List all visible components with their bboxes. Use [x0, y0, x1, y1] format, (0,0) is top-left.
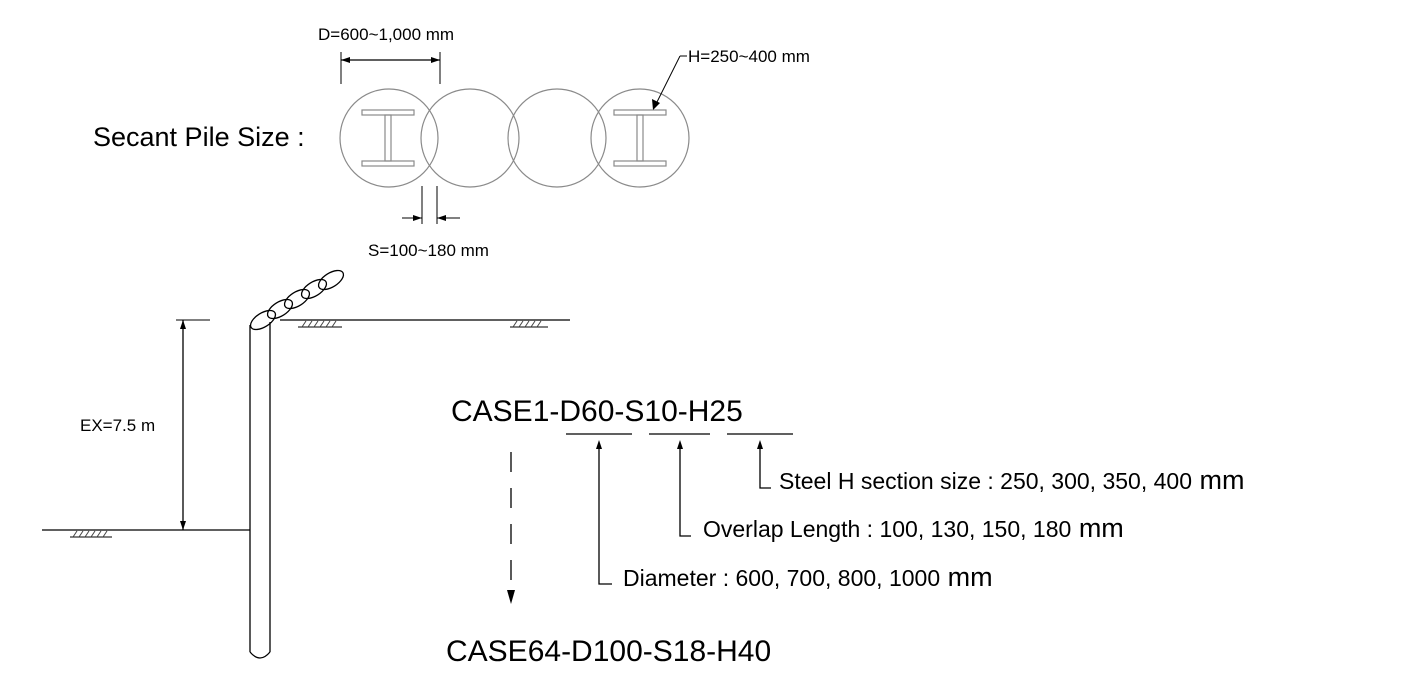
steel-leader [652, 55, 687, 110]
steel-dimension-label: H=250~400 mm [688, 47, 810, 66]
case-range-arrow [507, 452, 515, 604]
spacing-dimension-line [402, 186, 460, 224]
pile-circle [590, 88, 690, 188]
plan-title: Secant Pile Size : [93, 122, 305, 152]
overlap-leader-line [677, 440, 691, 537]
case-naming: CASE1-D60-S10-H25 Steel H section size :… [446, 395, 1245, 668]
diameter-dimension-label: D=600~1,000 mm [318, 25, 454, 44]
legend-diameter: Diameter : 600, 700, 800, 1000 mm [623, 562, 993, 592]
spacing-dimension-label: S=100~180 mm [368, 241, 489, 260]
pile-circle [420, 88, 520, 188]
excavation-dimension-line [176, 319, 210, 531]
first-case-code: CASE1-D60-S10-H25 [451, 395, 743, 428]
pile-circle [339, 88, 439, 188]
pile-wall [249, 322, 271, 659]
ground-hatch [510, 320, 548, 328]
last-case-code: CASE64-D100-S18-H40 [446, 635, 771, 668]
section-view: EX=7.5 m [42, 269, 570, 659]
plan-view: Secant Pile Size : D=600~1,000 mm H=250~… [93, 25, 810, 260]
legend-steel: Steel H section size : 250, 300, 350, 40… [779, 465, 1245, 495]
ground-hatch [70, 530, 112, 538]
pile-top-perspective [249, 269, 345, 331]
h-steel-section [613, 109, 667, 167]
legend-overlap: Overlap Length : 100, 130, 150, 180 mm [703, 513, 1124, 543]
excavation-label: EX=7.5 m [80, 416, 155, 435]
steel-leader-line [757, 440, 771, 489]
ground-hatch [298, 320, 342, 328]
diameter-leader-line [596, 440, 612, 585]
pile-circle [507, 88, 607, 188]
h-steel-section [361, 109, 415, 167]
diameter-dimension-line [340, 52, 441, 84]
